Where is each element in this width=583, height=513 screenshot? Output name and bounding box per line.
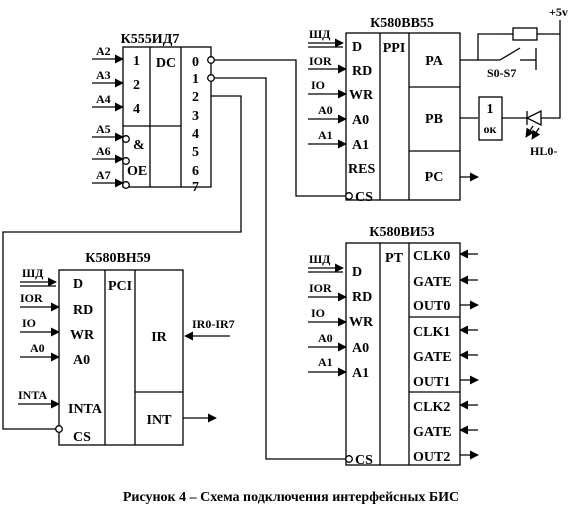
pic-pin-cs: CS [73,430,91,445]
pit-sig-bus: ШД [309,252,331,266]
signal-a3: А3 [96,68,111,82]
ppi-sig-bus: ШД [309,27,331,41]
ppi-port-pa: PA [425,54,444,69]
pit-gate1: GATE [413,350,452,365]
pit-sig-a0: А0 [318,331,333,345]
ppi-port-pb: PB [425,112,443,127]
pic-sig-a0: А0 [30,341,45,355]
pit-pin-rd: RD [352,290,372,305]
decoder-function: DC [156,56,176,71]
signal-a2: А2 [96,44,111,58]
switches-label: S0-S7 [487,66,516,80]
ppi-pin-rd: RD [352,64,372,79]
driver-label: 1 [487,102,494,117]
pic-int: INT [147,413,173,428]
decoder-out-7: 7 [192,180,199,195]
decoder-and-function: & [133,138,145,153]
decoder-out-3: 3 [192,109,199,124]
ppi-title: К580ВВ55 [370,16,434,31]
signal-a5: А5 [96,122,111,136]
decoder-out-2: 2 [192,90,199,105]
pic-chip: К580ВН59 PCI D RD WR A0 INTA CS IR INT Ш… [18,251,235,446]
pit-clk2: CLK2 [413,400,450,415]
pit-pin-cs: CS [355,453,373,468]
pic-ir: IR [151,330,167,345]
pit-clk0: CLK0 [413,249,450,264]
decoder-output-wires [2,56,346,460]
signal-a7: А7 [96,168,111,182]
ppi-pin-wr: WR [349,88,374,103]
ppi-pin-d: D [352,40,362,55]
ppi-chip: К580ВВ55 PPI D RD WR A0 A1 RES CS PA PB … [308,16,503,205]
decoder-addr-4: 4 [133,102,140,117]
pic-function: PCI [108,279,132,294]
pic-sig-io: IO [22,316,36,330]
pit-clk1: CLK1 [413,325,450,340]
decoder-title: К555ИД7 [121,32,180,47]
figure-caption: Рисунок 4 – Схема подключения интерфейсн… [123,490,459,505]
pic-sig-ior: IOR [20,291,43,305]
decoder-addr-1: 1 [133,54,140,69]
pit-pin-d: D [352,265,362,280]
decoder-oe: OE [127,164,147,179]
pit-pin-a0: A0 [352,341,369,356]
decoder-addr-2: 2 [133,78,140,93]
pic-ir-signal: IR0-IR7 [192,317,235,331]
pic-sig-inta: INTA [18,388,47,402]
led-label: HL0- [530,144,557,158]
pic-sig-bus: ШД [22,266,44,280]
ppi-port-pc: PC [425,170,444,185]
pic-pin-rd: RD [73,303,93,318]
decoder-out-6: 6 [192,164,199,179]
pic-pin-d: D [73,277,83,292]
supply-label: +5v [549,5,568,19]
pit-pin-wr: WR [349,315,374,330]
pit-out2: OUT2 [413,450,450,465]
decoder-out-4: 4 [192,127,199,142]
pit-out1: OUT1 [413,375,450,390]
pit-pin-a1: A1 [352,366,369,381]
pic-pin-inta: INTA [68,402,103,417]
signal-a4: А4 [96,92,111,106]
pit-title: К580ВИ53 [369,225,434,240]
pit-sig-a1: А1 [318,355,333,369]
pic-pin-a0: A0 [73,353,90,368]
peripheral-circuit: +5v S0-S7 1 ок HL0- [478,5,568,158]
pit-gate2: GATE [413,425,452,440]
ppi-sig-io: IO [311,78,325,92]
pic-title: К580ВН59 [85,251,150,266]
ppi-sig-a1: А1 [318,128,333,142]
ppi-pin-cs: CS [355,190,373,205]
pit-out0: OUT0 [413,299,450,314]
driver-type: ок [484,122,497,136]
ppi-pin-a0: A0 [352,113,369,128]
ppi-sig-a0: А0 [318,103,333,117]
decoder-out-0: 0 [192,55,199,70]
pit-gate0: GATE [413,275,452,290]
decoder-out-5: 5 [192,145,199,160]
pic-pin-wr: WR [70,328,95,343]
pit-function: PT [385,251,404,266]
pit-sig-io: IO [311,306,325,320]
ppi-sig-ior: IOR [309,54,332,68]
decoder-out-1: 1 [192,72,199,87]
signal-a6: А6 [96,144,111,158]
ppi-pin-a1: A1 [352,138,369,153]
decoder-chip: К555ИД7 DC 1 2 4 & OE 0 1 2 3 4 5 6 7 А2… [92,32,212,195]
pit-chip: К580ВИ53 PT D RD WR A0 A1 CS CLK0 GATE O… [308,225,479,468]
pit-sig-ior: IOR [309,281,332,295]
ppi-function: PPI [383,41,406,56]
ppi-pin-res: RES [348,162,375,177]
